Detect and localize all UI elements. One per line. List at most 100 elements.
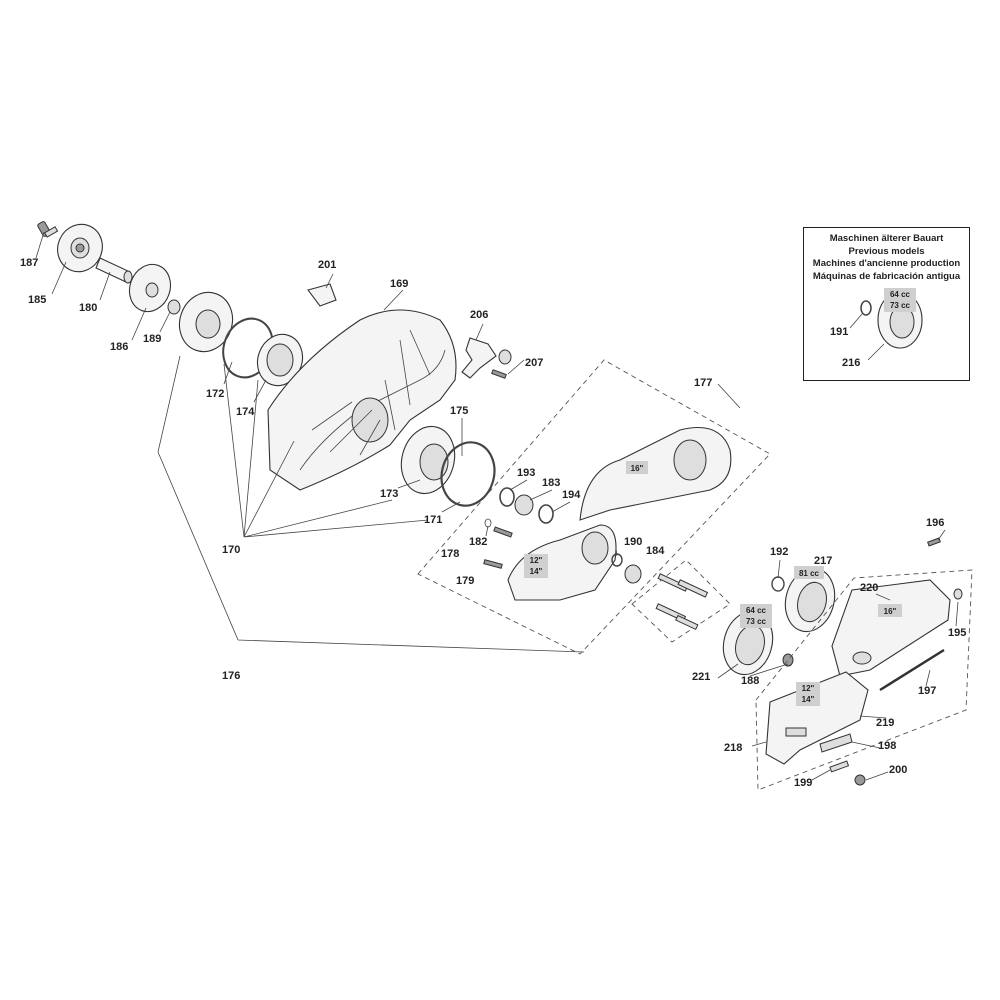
cutting-arm-top: 16" [579,426,732,521]
guard-ring-assembly-173 [400,425,456,495]
flange-186 [128,263,172,313]
legend-label-191: 191 [830,326,848,338]
legend-label-216: 216 [842,357,860,369]
label-182: 182 [469,536,487,548]
label-169: 169 [390,278,408,290]
label-194: 194 [562,489,581,501]
legend-cc-tag-2: 73 cc [890,301,911,310]
clamp-ring-175 [440,441,496,507]
label-198: 198 [878,740,896,752]
arm-mid-size-tag-1: 12" [530,556,543,565]
label-189: 189 [143,333,161,345]
nut-200 [854,774,866,786]
label-leaders [35,231,959,781]
cutting-arm-mid: 12" 14" [507,524,617,601]
legend-cc-tag-1: 64 cc [890,290,911,299]
pulley-217-cc-tag: 81 cc [799,569,820,578]
label-201: 201 [318,259,336,271]
label-176: 176 [222,670,240,682]
label-180: 180 [79,302,97,314]
label-plate-201 [307,283,337,307]
arm-top-size-tag: 16" [631,464,644,473]
label-196: 196 [926,517,944,529]
label-193: 193 [517,467,535,479]
label-197: 197 [918,685,936,697]
pulley-221-cc-tag-2: 73 cc [746,617,767,626]
label-192: 192 [770,546,788,558]
label-190: 190 [624,536,642,548]
bolt-179 [483,559,503,569]
label-195: 195 [948,627,966,639]
label-184: 184 [646,545,665,557]
leader-lines [157,355,585,653]
label-188: 188 [741,675,759,687]
label-217: 217 [814,555,832,567]
label-220: 220 [860,582,878,594]
assembly-outline-177 [417,359,771,655]
belt-cover-219: 12" 14" [765,671,869,765]
ring-193 [499,487,515,507]
legend-previous-models: Maschinen älterer Bauart Previous models… [803,227,970,381]
cover-219-size-tag-2: 14" [802,695,815,704]
nut-189 [167,299,181,315]
label-177: 177 [694,377,712,389]
arm-mid-size-tag-2: 14" [530,567,543,576]
legend-drawing: 64 cc 73 cc 191 216 [830,288,923,369]
legend-line-fr: Machines d'ancienne production [812,258,961,269]
label-175: 175 [450,405,468,417]
part-labels: 187 185 180 186 189 172 174 201 169 206 … [20,257,966,789]
flange-washer-185 [57,223,103,273]
label-173: 173 [380,488,398,500]
ring-194 [538,504,554,524]
legend-title: Maschinen älterer Bauart Previous models… [804,233,969,283]
label-187: 187 [20,257,38,269]
spindle-shaft-180 [95,257,133,284]
label-186: 186 [110,341,128,353]
pulley-221-cc-tag-1: 64 cc [746,606,767,615]
label-200: 200 [889,764,907,776]
label-206: 206 [470,309,488,321]
tension-rod-197 [879,648,945,692]
cover-219-size-tag-1: 12" [802,684,815,693]
pulley-221: 64 cc 73 cc [722,604,774,676]
label-221: 221 [692,671,710,683]
label-171: 171 [424,514,442,526]
legend-ring-191 [860,300,872,316]
spring-bolt-group [631,559,731,643]
bearing-housing-ring [178,291,234,353]
label-185: 185 [28,294,46,306]
seal-182 [484,518,492,528]
legend-line-en: Previous models [848,245,925,257]
blade-guard-169 [267,309,457,491]
bolt-178 [493,526,513,538]
label-174: 174 [236,406,255,418]
ring-192 [771,576,785,592]
label-218: 218 [724,742,742,754]
pulley-217: 81 cc [784,566,836,633]
washer-195 [953,588,963,600]
label-172: 172 [206,388,224,400]
label-219: 219 [876,717,894,729]
screw-207 [491,369,507,379]
lever-206 [461,337,512,379]
cover-assembly-outline [755,569,973,791]
bolt-187 [37,221,59,238]
bearing-183 [514,494,534,516]
label-178: 178 [441,548,459,560]
bearing-184 [624,564,642,584]
label-183: 183 [542,477,560,489]
legend-line-de: Maschinen älterer Bauart [829,233,944,244]
bolt-196 [927,537,941,547]
label-199: 199 [794,777,812,789]
belt-cover-220: 16" [831,579,951,677]
label-207: 207 [525,357,543,369]
friction-plate-174 [256,333,304,387]
label-179: 179 [456,575,474,587]
spring-bolts [655,573,709,631]
legend-line-es: Máquinas de fabricación antigua [812,270,961,282]
cover-220-size-tag: 16" [884,607,897,616]
label-170: 170 [222,544,240,556]
spring-199 [829,760,850,773]
